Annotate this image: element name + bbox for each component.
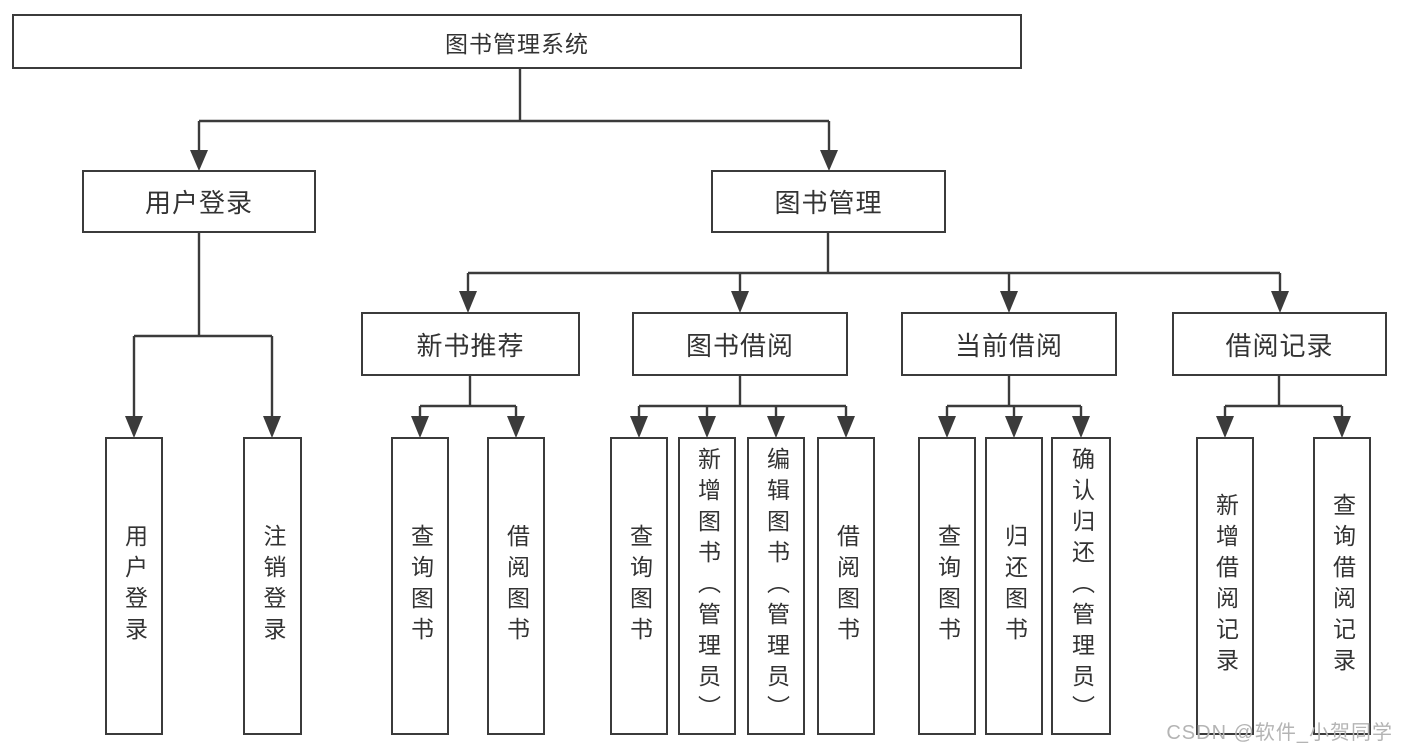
leaf-logout: 注销登录: [243, 437, 302, 735]
node-library-management-system: 图书管理系统: [12, 14, 1022, 69]
node-label: 借阅图书: [833, 524, 860, 648]
node-label: 查询图书: [407, 524, 434, 648]
node-label: 新增借阅记录: [1212, 493, 1239, 679]
leaf-borrow-books-1: 借阅图书: [487, 437, 545, 735]
node-book-management: 图书管理: [711, 170, 946, 233]
node-label: 确认归还（管理员）: [1068, 446, 1095, 726]
leaf-user-login: 用户登录: [105, 437, 163, 735]
node-label: 查询图书: [626, 524, 653, 648]
node-label: 查询图书: [934, 524, 961, 648]
node-user-login: 用户登录: [82, 170, 316, 233]
node-new-book-recommend: 新书推荐: [361, 312, 580, 376]
leaf-query-books-1: 查询图书: [391, 437, 449, 735]
node-label: 图书管理系统: [445, 30, 589, 57]
node-label: 用户登录: [121, 524, 148, 648]
node-book-borrowing: 图书借阅: [632, 312, 848, 376]
node-label: 编辑图书（管理员）: [763, 446, 790, 726]
leaf-add-book-admin: 新增图书（管理员）: [678, 437, 736, 735]
node-label: 图书借阅: [685, 330, 794, 361]
node-borrowing-records: 借阅记录: [1172, 312, 1387, 376]
leaf-borrow-books-2: 借阅图书: [817, 437, 875, 735]
leaf-query-books-2: 查询图书: [610, 437, 668, 735]
node-label: 查询借阅记录: [1329, 493, 1356, 679]
leaf-query-books-3: 查询图书: [918, 437, 976, 735]
leaf-return-book: 归还图书: [985, 437, 1043, 735]
node-label: 注销登录: [260, 524, 286, 648]
leaf-edit-book-admin: 编辑图书（管理员）: [747, 437, 805, 735]
leaf-add-borrow-record: 新增借阅记录: [1196, 437, 1254, 735]
leaf-query-borrow-record: 查询借阅记录: [1313, 437, 1371, 735]
node-label: 新增图书（管理员）: [694, 446, 721, 726]
node-label: 用户登录: [144, 188, 253, 218]
node-label: 新书推荐: [416, 330, 525, 361]
node-current-borrowing: 当前借阅: [901, 312, 1117, 376]
leaf-confirm-return-admin: 确认归还（管理员）: [1051, 437, 1111, 735]
csdn-watermark: CSDN @软件_小贺同学: [1166, 722, 1393, 744]
node-label: 归还图书: [1001, 524, 1028, 648]
node-label: 图书管理: [774, 188, 883, 218]
node-label: 借阅记录: [1225, 330, 1334, 361]
node-label: 借阅图书: [503, 524, 530, 648]
node-label: 当前借阅: [954, 330, 1063, 361]
